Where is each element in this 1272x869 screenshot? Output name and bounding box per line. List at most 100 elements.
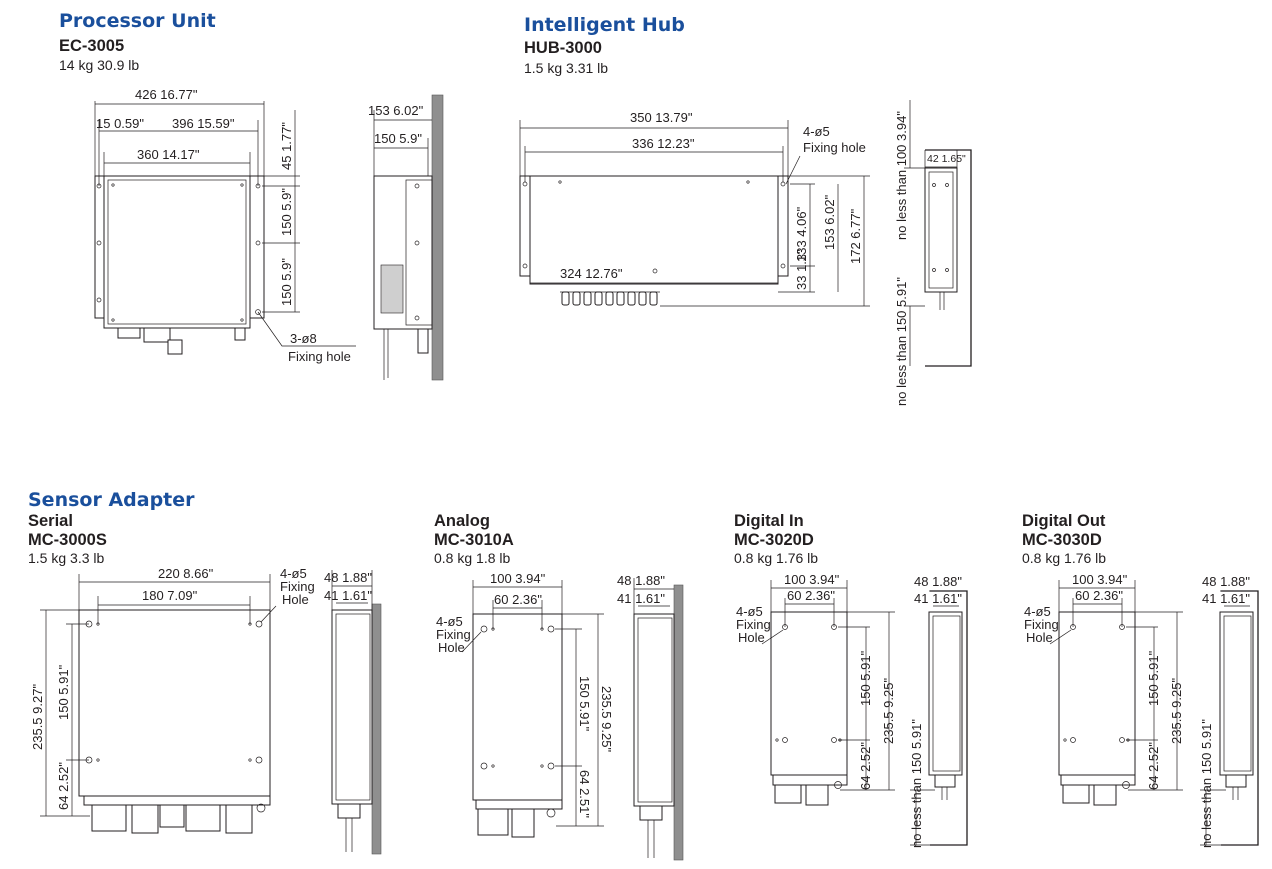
proc-hole-span: 396 15.59": [172, 116, 235, 131]
digital-in-hole-label-2: Hole: [738, 630, 765, 645]
digital-out-model: MC-3030D: [1022, 531, 1102, 549]
serial-weight: 1.5 kg 3.3 lb: [28, 550, 105, 566]
serial-front-dimensions: 220 8.66" 180 7.09" 4-ø5 Fixing Hole 235…: [30, 566, 315, 817]
digital-out-side-dimensions: 48 1.88" 41 1.61" no less than 150 5.91": [1199, 574, 1253, 848]
analog-hole-span: 60 2.36": [494, 592, 542, 607]
hub-h33: 33 1.3": [794, 249, 809, 290]
digital-in-front-dimensions: 100 3.94" 60 2.36" 4-ø5 Fixing Hole 150 …: [736, 572, 896, 791]
serial-connectors: [91, 803, 266, 834]
serial-hole-label-2: Hole: [282, 592, 309, 607]
processor-side-dimensions: 153 6.02" 150 5.9": [368, 103, 432, 176]
digital-in-front-view: [770, 611, 848, 806]
sensor-adapter-heading: Sensor Adapter: [28, 489, 195, 511]
serial-model: MC-3000S: [28, 531, 107, 549]
hub-h133: 133 4.06": [794, 206, 809, 262]
digital-in-clear: no less than 150 5.91": [909, 719, 924, 848]
hub-clear-bottom: no less than 150 5.91": [894, 277, 909, 406]
digital-in-low: 64 2.52": [858, 742, 873, 790]
analog-front-dimensions: 100 3.94" 60 2.36" 4-ø5 Fixing Hole 150 …: [436, 571, 614, 827]
digital-out-type: Digital Out: [1022, 512, 1106, 530]
serial-side-dimensions: 48 1.88" 41 1.61": [324, 570, 372, 610]
proc-top-offset: 45 1.77": [279, 122, 294, 170]
hub-hole-span: 336 12.23": [632, 136, 695, 151]
digital-out-hole-label-2: Hole: [1026, 630, 1053, 645]
proc-side-inner: 150 5.9": [374, 131, 422, 146]
serial-front-view: [78, 609, 271, 834]
analog-side-outer: 48 1.88": [617, 573, 665, 588]
digital-in-hole-span: 60 2.36": [787, 588, 835, 603]
hub-hole-label: Fixing hole: [803, 140, 866, 155]
proc-hole-label: Fixing hole: [288, 349, 351, 364]
digital-in-overall-width: 100 3.94": [784, 572, 840, 587]
digital-out-hole-count: 4-ø5: [1024, 604, 1051, 619]
analog-low: 64 2.51": [577, 770, 592, 818]
proc-low-span: 150 5.9": [279, 258, 294, 306]
intelligent-hub-heading: Intelligent Hub: [524, 14, 685, 36]
serial-hole-label-1: Fixing: [280, 579, 315, 594]
hub-side-view: [924, 149, 972, 367]
proc-side-depth: 153 6.02": [368, 103, 424, 118]
digital-out-weight: 0.8 kg 1.76 lb: [1022, 550, 1107, 566]
digital-in-height: 235.5 9.25": [881, 678, 896, 744]
proc-edge: 15 0.59": [96, 116, 144, 131]
processor-model: EC-3005: [59, 37, 125, 55]
serial-low: 64 2.52": [56, 762, 71, 810]
digital-out-clear: no less than 150 5.91": [1199, 719, 1214, 848]
serial-type: Serial: [28, 512, 73, 530]
digital-in-hole-count: 4-ø5: [736, 604, 763, 619]
digital-out-hole-span: 60 2.36": [1075, 588, 1123, 603]
analog-overall-width: 100 3.94": [490, 571, 546, 586]
processor-unit-heading: Processor Unit: [59, 10, 216, 32]
hub-depth: 42 1.65": [927, 153, 966, 165]
analog-side-view: [633, 584, 684, 861]
hub-front-view: [519, 175, 789, 306]
serial-side-inner: 41 1.61": [324, 588, 372, 603]
analog-side-dimensions: 48 1.88" 41 1.61": [617, 573, 674, 614]
hub-h172: 172 6.77": [848, 208, 863, 264]
processor-side-view: [373, 94, 444, 381]
analog-model: MC-3010A: [434, 531, 514, 549]
hub-clear-top: no less than 100 3.94": [894, 111, 909, 240]
digital-in-mid: 150 5.91": [858, 650, 873, 706]
digital-out-mid: 150 5.91": [1146, 650, 1161, 706]
proc-inner-width: 360 14.17": [137, 147, 200, 162]
digital-out-front-view: [1058, 611, 1136, 806]
digital-out-hole-label-1: Fixing: [1024, 617, 1059, 632]
serial-side-view: [331, 603, 382, 855]
hub-h153: 153 6.02": [822, 194, 837, 250]
hub-side-dimensions: 42 1.65" no less than 100 3.94" no less …: [894, 100, 966, 406]
digital-out-side-outer: 48 1.88": [1202, 574, 1250, 589]
analog-type: Analog: [434, 512, 490, 530]
digital-in-side-dimensions: 48 1.88" 41 1.61" no less than 150 5.91": [909, 574, 962, 848]
serial-side-outer: 48 1.88": [324, 570, 372, 585]
digital-in-side-outer: 48 1.88": [914, 574, 962, 589]
digital-in-weight: 0.8 kg 1.76 lb: [734, 550, 819, 566]
processor-weight: 14 kg 30.9 lb: [59, 57, 140, 73]
digital-in-model: MC-3020D: [734, 531, 814, 549]
hub-hole-count: 4-ø5: [803, 124, 830, 139]
analog-weight: 0.8 kg 1.8 lb: [434, 550, 511, 566]
digital-in-type: Digital In: [734, 512, 804, 530]
analog-side-inner: 41 1.61": [617, 591, 665, 606]
hub-front-dimensions: 350 13.79" 336 12.23" 4-ø5 Fixing hole 3…: [519, 110, 870, 307]
digital-out-overall-width: 100 3.94": [1072, 572, 1128, 587]
hub-model: HUB-3000: [524, 39, 602, 57]
hub-connectors: [560, 291, 660, 306]
analog-hole-count: 4-ø5: [436, 614, 463, 629]
digital-in-side-view: [928, 590, 968, 846]
analog-mid: 150 5.91": [577, 676, 592, 732]
hub-overall-width: 350 13.79": [630, 110, 693, 125]
digital-out-side-view: [1219, 590, 1259, 846]
digital-out-side-inner: 41 1.61": [1202, 591, 1250, 606]
proc-overall-width: 426 16.77": [135, 87, 198, 102]
serial-overall-width: 220 8.66": [158, 566, 214, 581]
digital-in-side-inner: 41 1.61": [914, 591, 962, 606]
analog-hole-label-1: Fixing: [436, 627, 471, 642]
serial-hole-span: 180 7.09": [142, 588, 198, 603]
serial-hole-count: 4-ø5: [280, 566, 307, 581]
digital-out-low: 64 2.52": [1146, 742, 1161, 790]
hub-inner-width: 324 12.76": [560, 266, 623, 281]
analog-hole-label-2: Hole: [438, 640, 465, 655]
digital-out-front-dimensions: 100 3.94" 60 2.36" 4-ø5 Fixing Hole 150 …: [1024, 572, 1184, 791]
